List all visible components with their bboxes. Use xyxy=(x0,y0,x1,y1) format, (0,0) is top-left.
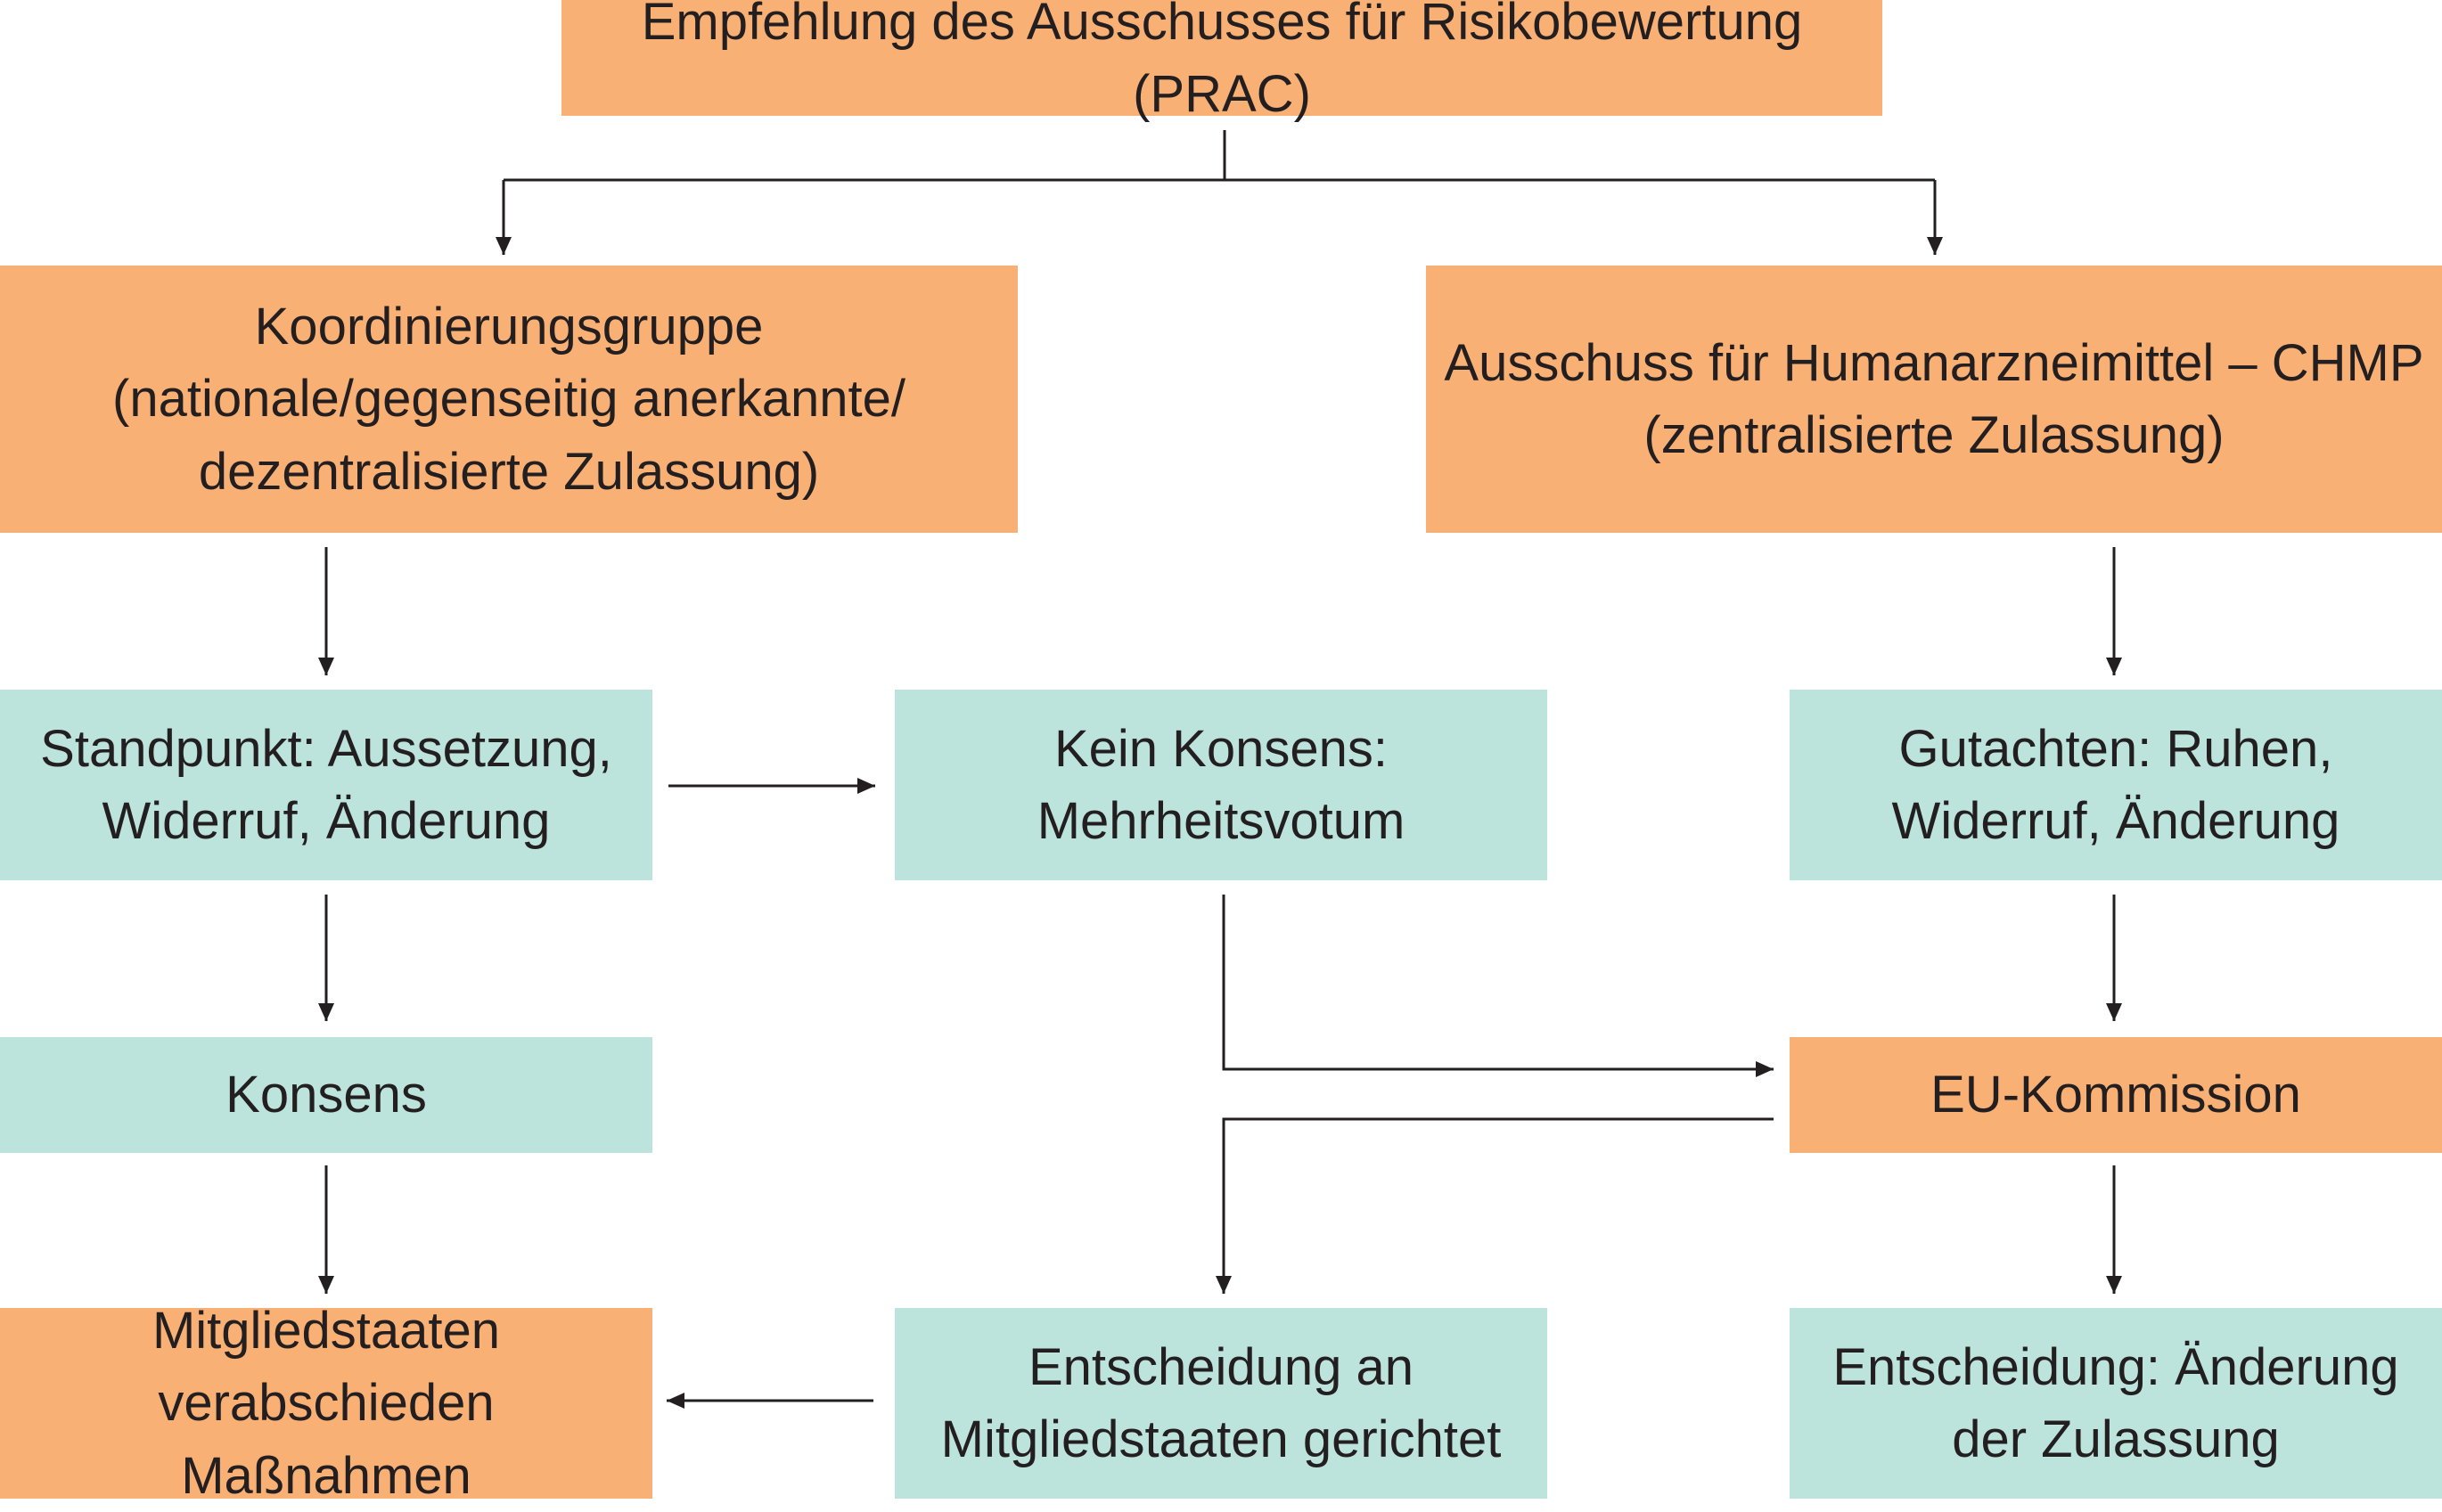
edge-kein-konsens-to-eu-kommission xyxy=(1222,895,1774,1077)
chmp-node: Ausschuss für Humanarzneimittel – CHMP (… xyxy=(1426,266,2442,533)
mitgliedstaaten-node: Mitgliedstaaten verabschieden Maßnahmen xyxy=(0,1302,652,1505)
kein-konsens-node: Kein Konsens: Mehrheitsvotum xyxy=(895,690,1547,880)
gutachten-node: Gutachten: Ruhen, Widerruf, Änderung xyxy=(1790,690,2442,880)
edge-eu-kommission-to-entscheidung-mitgliedstaaten xyxy=(1216,1117,1774,1294)
prac-node: Empfehlung des Ausschusses für Risikobew… xyxy=(561,0,1882,123)
entscheidung-aenderung-node: Entscheidung: Änderung der Zulassung xyxy=(1790,1308,2442,1499)
eu-kommission-node: EU-Kommission xyxy=(1790,1037,2442,1153)
koordinierungsgruppe-node: Koordinierungsgruppe (nationale/gegensei… xyxy=(0,266,1018,533)
konsens-node: Konsens xyxy=(0,1037,652,1153)
entscheidung-mitgliedstaaten-node: Entscheidung an Mitgliedstaaten gerichte… xyxy=(895,1308,1547,1499)
standpunkt-node: Standpunkt: Aussetzung, Widerruf, Änderu… xyxy=(0,690,652,880)
